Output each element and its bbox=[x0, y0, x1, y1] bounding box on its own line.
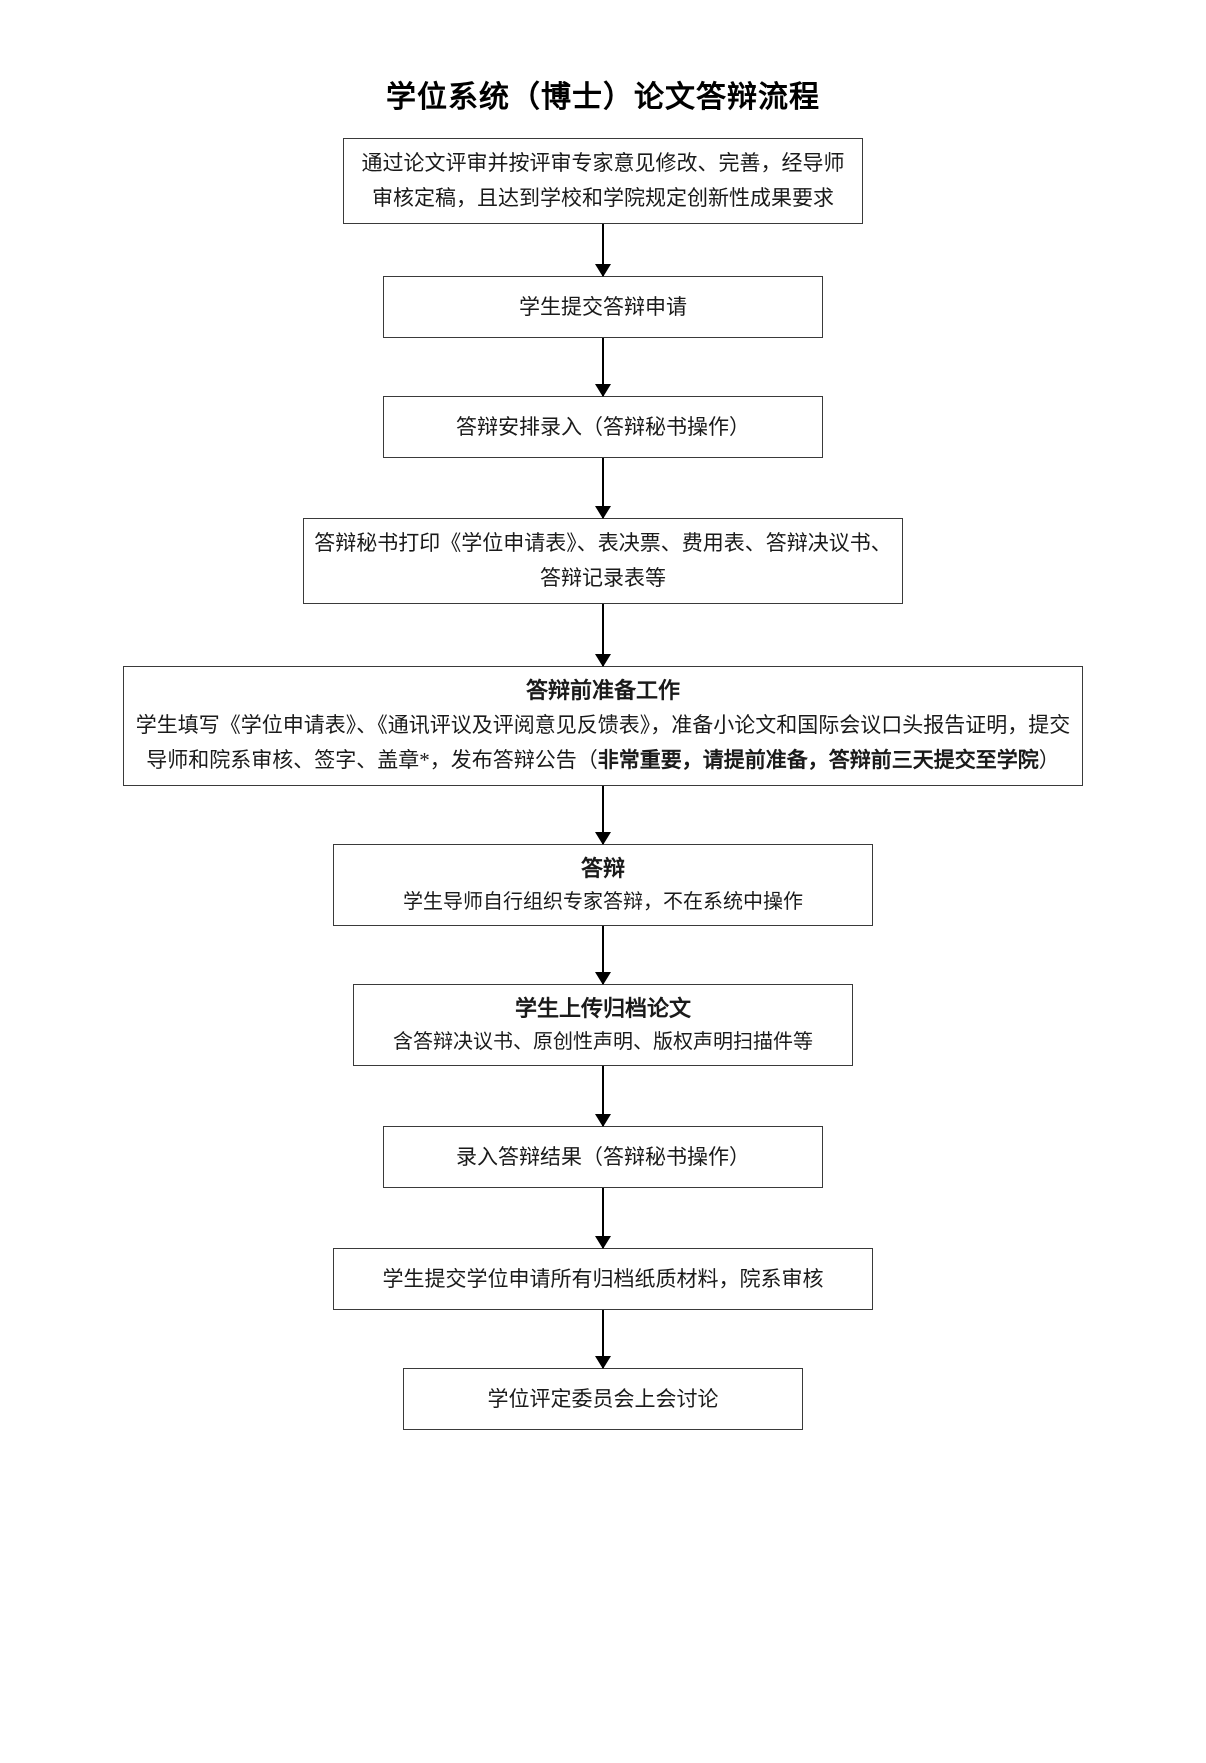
node-line: 答辩秘书打印《学位申请表》、表决票、费用表、答辩决议书、 bbox=[314, 531, 892, 555]
node-line: 答辩记录表等 bbox=[540, 566, 666, 590]
arrow-connector bbox=[602, 1188, 604, 1248]
arrow-connector bbox=[602, 786, 604, 844]
node-line: 学生提交学位申请所有归档纸质材料，院系审核 bbox=[382, 1266, 824, 1291]
arrow-connector bbox=[602, 1310, 604, 1368]
node-line-suffix: ） bbox=[1038, 748, 1060, 772]
arrow-connector bbox=[602, 1066, 604, 1126]
node-defense-arrangement-entry: 答辩安排录入（答辩秘书操作） bbox=[383, 396, 823, 458]
node-line: 学生填写《学位申请表》、《通讯评议及评阅意见反馈表》，准备小论文和国际会议口头报… bbox=[135, 713, 1071, 737]
node-heading: 学生上传归档论文 bbox=[514, 996, 691, 1021]
page-title: 学位系统（博士）论文答辩流程 bbox=[386, 81, 820, 114]
node-line: 学生提交答辩申请 bbox=[519, 294, 687, 319]
node-heading: 答辩前准备工作 bbox=[525, 678, 680, 703]
node-student-upload-archived-thesis: 学生上传归档论文 含答辩决议书、原创性声明、版权声明扫描件等 bbox=[353, 984, 853, 1066]
arrow-connector bbox=[602, 338, 604, 396]
node-submit-paper-materials: 学生提交学位申请所有归档纸质材料，院系审核 bbox=[333, 1248, 873, 1310]
node-enter-defense-result: 录入答辩结果（答辩秘书操作） bbox=[383, 1126, 823, 1188]
node-line: 通过论文评审并按评审专家意见修改、完善，经导师 bbox=[361, 151, 845, 175]
node-thesis-review-passed: 通过论文评审并按评审专家意见修改、完善，经导师 审核定稿，且达到学校和学院规定创… bbox=[343, 138, 863, 224]
arrow-connector bbox=[602, 604, 604, 666]
node-defense: 答辩 学生导师自行组织专家答辩，不在系统中操作 bbox=[333, 844, 873, 926]
node-subtext: 学生导师自行组织专家答辩，不在系统中操作 bbox=[403, 891, 803, 913]
node-degree-committee-discussion: 学位评定委员会上会讨论 bbox=[403, 1368, 803, 1430]
node-line: 审核定稿，且达到学校和学院规定创新性成果要求 bbox=[372, 186, 834, 210]
node-secretary-print-forms: 答辩秘书打印《学位申请表》、表决票、费用表、答辩决议书、 答辩记录表等 bbox=[303, 518, 903, 604]
node-subtext: 含答辩决议书、原创性声明、版权声明扫描件等 bbox=[393, 1031, 813, 1053]
node-line: 答辩安排录入（答辩秘书操作） bbox=[456, 414, 750, 439]
arrow-connector bbox=[602, 926, 604, 984]
node-pre-defense-preparation: 答辩前准备工作 学生填写《学位申请表》、《通讯评议及评阅意见反馈表》，准备小论文… bbox=[123, 666, 1083, 786]
node-line-emphasis: 非常重要，请提前准备，答辩前三天提交至学院 bbox=[597, 749, 1039, 772]
node-line: 学位评定委员会上会讨论 bbox=[487, 1386, 719, 1411]
arrow-connector bbox=[602, 224, 604, 276]
node-line-prefix: 导师和院系审核、签字、盖章*，发布答辩公告（ bbox=[146, 748, 598, 772]
node-line-with-emphasis: 导师和院系审核、签字、盖章*，发布答辩公告（非常重要，请提前准备，答辩前三天提交… bbox=[146, 743, 1060, 778]
arrow-connector bbox=[602, 458, 604, 518]
node-line: 录入答辩结果（答辩秘书操作） bbox=[456, 1144, 750, 1169]
flowchart-body: 通过论文评审并按评审专家意见修改、完善，经导师 审核定稿，且达到学校和学院规定创… bbox=[0, 138, 1206, 1430]
node-heading: 答辩 bbox=[580, 856, 625, 881]
node-student-submit-defense-application: 学生提交答辩申请 bbox=[383, 276, 823, 338]
